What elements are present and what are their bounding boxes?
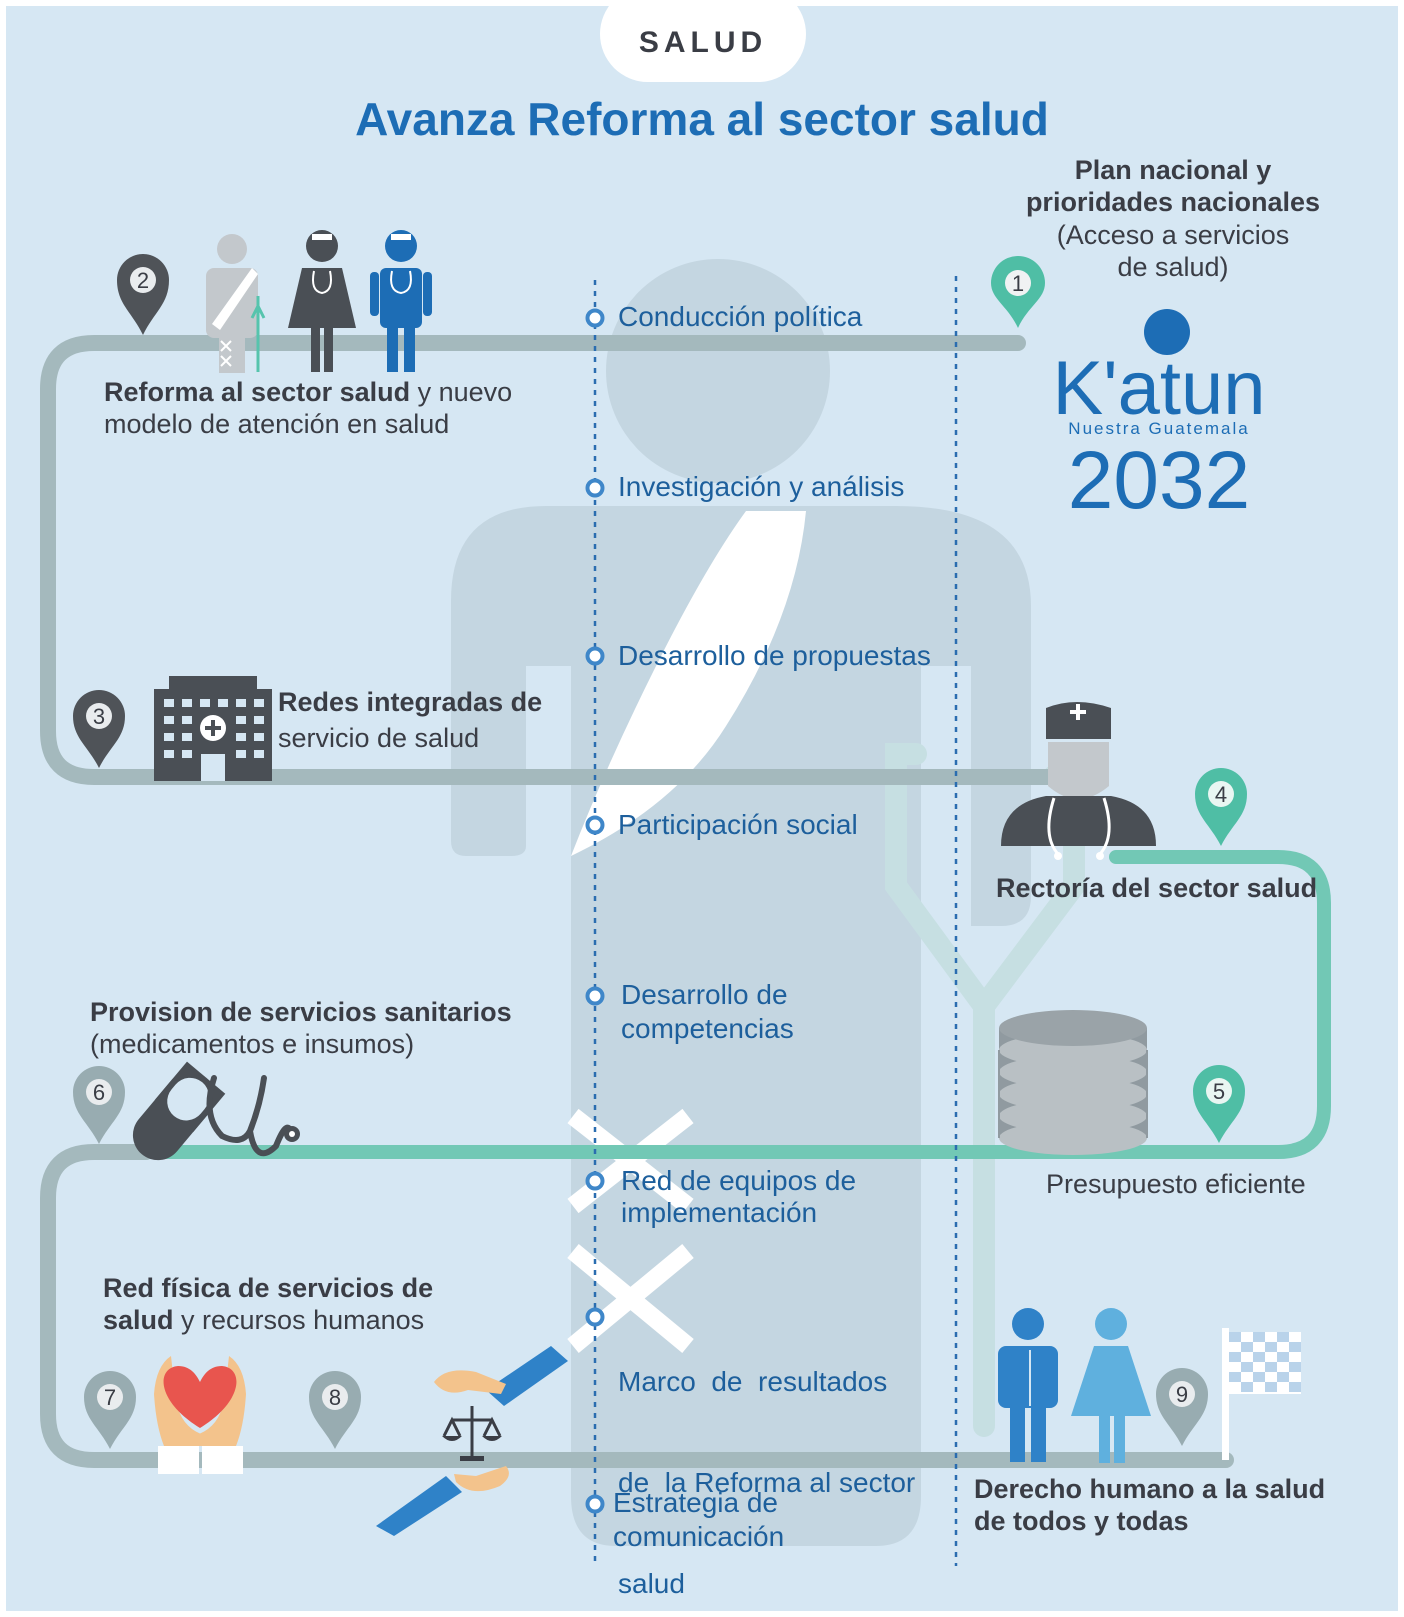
milestone-2-desc-a: y nuevo bbox=[410, 377, 513, 407]
milestone-4-label: Rectoría del sector salud bbox=[996, 873, 1318, 903]
katun-logo: K'atun Nuestra Guatemala 2032 bbox=[1052, 309, 1266, 526]
hospital-icon bbox=[154, 676, 272, 781]
section-tab-label: SALUD bbox=[638, 26, 768, 59]
step-desarrollo-competencias: Desarrollo de competencias bbox=[621, 978, 794, 1045]
background-crosses bbox=[567, 1108, 694, 1353]
pin-6: 6 bbox=[73, 1066, 125, 1144]
step-5-line-1: Desarrollo de bbox=[621, 979, 788, 1010]
man-icon bbox=[998, 1308, 1058, 1462]
pin-3: 3 bbox=[73, 690, 125, 768]
milestone-9-title-b: de todos y todas bbox=[974, 1506, 1189, 1537]
dotted-guides bbox=[593, 276, 958, 1566]
pin-8: 8 bbox=[309, 1371, 361, 1449]
pin-7: 7 bbox=[84, 1371, 136, 1449]
rector-doctor-icon bbox=[1001, 702, 1156, 860]
milestone-1-title-a: Plan nacional y bbox=[1074, 155, 1272, 185]
milestone-2-desc-b: modelo de atención en salud bbox=[104, 409, 450, 440]
milestone-7-label: Red física de servicios de salud y recur… bbox=[103, 1272, 463, 1337]
pin-9-number: 9 bbox=[1176, 1382, 1188, 1407]
milestone-3-title: Redes integradas de bbox=[278, 687, 543, 717]
step-7-line-1: Marco de resultados bbox=[618, 1366, 888, 1398]
step-desarrollo-propuestas: Desarrollo de propuestas bbox=[618, 640, 931, 671]
page-title: Avanza Reforma al sector salud bbox=[355, 93, 1049, 145]
infographic-artwork: 1 2 3 4 5 6 7 bbox=[40, 230, 1331, 1566]
step-6-line-1: Red de equipos de bbox=[621, 1165, 857, 1196]
katun-logo-subtitle: Nuestra Guatemala bbox=[1068, 419, 1249, 438]
doctor-icon bbox=[370, 230, 432, 372]
milestone-7-desc: y recursos humanos bbox=[173, 1305, 425, 1336]
gray-path-top bbox=[40, 335, 1064, 785]
milestone-9-label: Derecho humano a la salud de todos y tod… bbox=[974, 1473, 1334, 1538]
step-7-line-3: salud bbox=[618, 1567, 685, 1599]
milestone-9-title-a: Derecho humano a la salud bbox=[974, 1474, 1326, 1504]
milestone-7-title-b: salud bbox=[103, 1305, 174, 1336]
step-8-line-1: Estrategia de bbox=[613, 1487, 778, 1518]
step-investigacion-analisis: Investigación y análisis bbox=[618, 471, 905, 502]
patient-icon bbox=[206, 234, 266, 373]
milestone-3-label: Redes integradas de servicio de salud bbox=[278, 686, 578, 755]
milestone-6-desc: (medicamentos e insumos) bbox=[90, 1029, 415, 1060]
step-participacion-social: Participación social bbox=[618, 809, 858, 840]
pill-stethoscope-icon bbox=[132, 1061, 300, 1161]
justice-hands-icon bbox=[376, 1346, 568, 1536]
pin-5-number: 5 bbox=[1213, 1079, 1225, 1104]
milestone-1-desc-b: de salud) bbox=[1117, 252, 1229, 283]
step-5-line-2: competencias bbox=[621, 1012, 794, 1044]
milestone-2-label: Reforma al sector salud y nuevo modelo d… bbox=[104, 376, 564, 441]
milestone-6-title: Provision de servicios sanitarios bbox=[90, 997, 512, 1027]
teal-path bbox=[139, 850, 1331, 1159]
step-8-line-2: comunicación bbox=[613, 1520, 785, 1552]
milestone-6-label: Provision de servicios sanitarios (medic… bbox=[90, 996, 530, 1061]
pin-9: 9 bbox=[1156, 1368, 1208, 1446]
section-tab: SALUD bbox=[600, 6, 806, 82]
pin-1: 1 bbox=[991, 256, 1045, 328]
pin-2: 2 bbox=[117, 254, 169, 335]
checkered-flag-icon bbox=[1222, 1328, 1301, 1460]
pin-3-number: 3 bbox=[93, 704, 105, 729]
heart-hands-icon bbox=[154, 1356, 246, 1474]
coin-stack-icon bbox=[998, 1010, 1148, 1155]
milestone-1-label: Plan nacional y prioridades nacionales (… bbox=[1018, 154, 1328, 284]
step-red-equipos: Red de equipos de implementación bbox=[621, 1165, 856, 1230]
pin-4-number: 4 bbox=[1215, 782, 1227, 807]
milestone-1-title-b: prioridades nacionales bbox=[1025, 187, 1321, 218]
pin-2-number: 2 bbox=[137, 268, 149, 293]
step-6-line-2: implementación bbox=[621, 1197, 818, 1229]
milestone-5-label: Presupuesto eficiente bbox=[1046, 1169, 1306, 1199]
milestone-2-title: Reforma al sector salud bbox=[104, 377, 411, 407]
pin-6-number: 6 bbox=[93, 1080, 105, 1105]
pin-7-number: 7 bbox=[104, 1385, 116, 1410]
infographic: 1 2 3 4 5 6 7 bbox=[6, 6, 1398, 1611]
gray-path-bottom bbox=[40, 1144, 1234, 1468]
step-marco-resultados: Marco de resultados de la Reforma al sec… bbox=[618, 1298, 915, 1611]
pin-4: 4 bbox=[1195, 768, 1247, 846]
step-markers bbox=[585, 308, 605, 1514]
step-estrategia-comunicacion: Estrategia de comunicación bbox=[613, 1486, 784, 1553]
pin-5: 5 bbox=[1193, 1065, 1245, 1143]
nurse-icon bbox=[288, 230, 356, 372]
step-7-line-2: de la Reforma al sector bbox=[618, 1466, 916, 1498]
katun-logo-name: K'atun bbox=[1052, 346, 1265, 431]
milestone-3-desc: servicio de salud bbox=[278, 723, 480, 754]
pin-8-number: 8 bbox=[329, 1385, 341, 1410]
woman-icon bbox=[1071, 1308, 1151, 1463]
milestone-7-title-a: Red física de servicios de bbox=[103, 1273, 434, 1303]
katun-logo-year: 2032 bbox=[1068, 435, 1250, 526]
milestone-1-desc-a: (Acceso a servicios bbox=[1056, 219, 1290, 250]
pin-1-number: 1 bbox=[1012, 271, 1024, 296]
step-conduccion-politica: Conducción política bbox=[618, 301, 863, 332]
